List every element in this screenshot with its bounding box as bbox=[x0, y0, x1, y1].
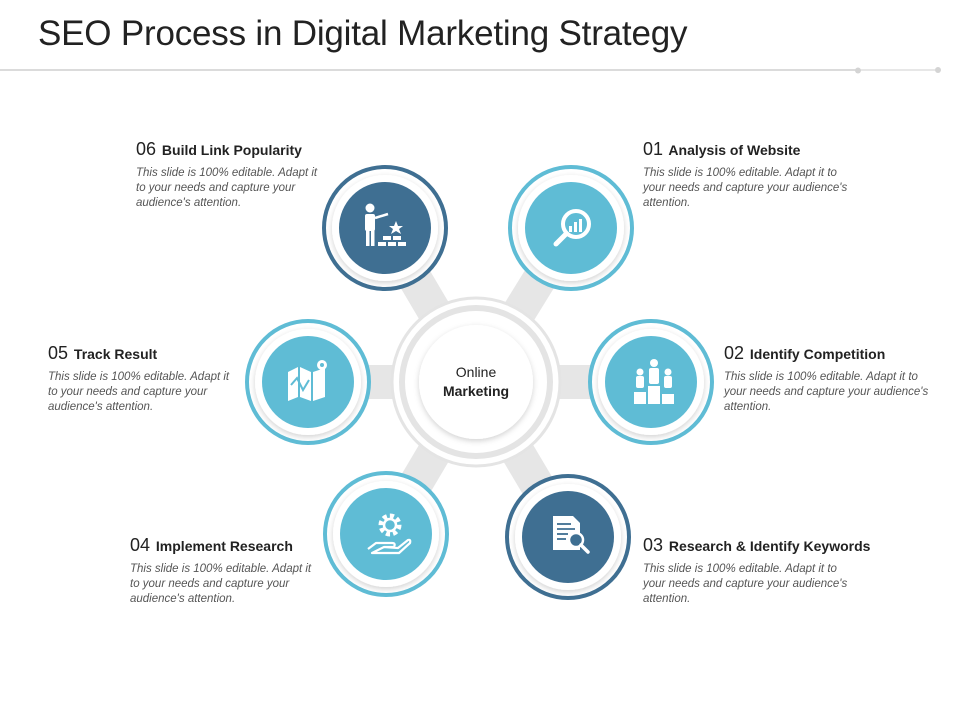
step-03-text: 03 Research & Identify Keywords This sli… bbox=[643, 535, 870, 607]
step-number: 04 bbox=[130, 535, 151, 555]
step-label: Build Link Popularity bbox=[161, 142, 302, 158]
node-02 bbox=[588, 319, 714, 445]
step-05-text: 05 Track Result This slide is 100% edita… bbox=[48, 343, 233, 415]
step-number: 02 bbox=[724, 343, 745, 363]
step-number: 06 bbox=[136, 139, 157, 159]
step-description: This slide is 100% editable. Adapt it to… bbox=[48, 371, 230, 413]
step-label: Identify Competition bbox=[749, 346, 886, 362]
step-label: Implement Research bbox=[155, 538, 293, 554]
node-01 bbox=[508, 165, 634, 291]
node-03 bbox=[505, 474, 631, 600]
step-description: This slide is 100% editable. Adapt it to… bbox=[724, 371, 929, 413]
document-search-icon bbox=[553, 516, 590, 554]
step-description: This slide is 100% editable. Adapt it to… bbox=[643, 563, 848, 605]
step-description: This slide is 100% editable. Adapt it to… bbox=[136, 167, 318, 209]
podium-people-icon bbox=[634, 359, 674, 404]
center-label-line2: Marketing bbox=[443, 383, 509, 399]
step-02-text: 02 Identify Competition This slide is 10… bbox=[724, 343, 929, 415]
gear-hand-icon bbox=[367, 513, 412, 555]
node-04 bbox=[323, 471, 449, 597]
step-number: 03 bbox=[643, 535, 664, 555]
title-divider bbox=[0, 67, 941, 74]
step-number: 05 bbox=[48, 343, 69, 363]
step-01-text: 01 Analysis of Website This slide is 100… bbox=[643, 139, 848, 211]
node-06 bbox=[322, 165, 448, 291]
center-label-line1: Online bbox=[456, 364, 497, 380]
step-label: Track Result bbox=[73, 346, 158, 362]
map-pin-icon bbox=[288, 360, 327, 401]
step-description: This slide is 100% editable. Adapt it to… bbox=[130, 563, 312, 605]
step-06-text: 06 Build Link Popularity This slide is 1… bbox=[136, 139, 326, 211]
step-label: Analysis of Website bbox=[668, 142, 801, 158]
node-05 bbox=[245, 319, 371, 445]
page-title: SEO Process in Digital Marketing Strateg… bbox=[38, 14, 688, 53]
center-hub: Online Marketing bbox=[390, 296, 562, 468]
step-label: Research & Identify Keywords bbox=[668, 538, 871, 554]
step-description: This slide is 100% editable. Adapt it to… bbox=[643, 167, 848, 209]
step-04-text: 04 Implement Research This slide is 100%… bbox=[130, 535, 320, 607]
step-number: 01 bbox=[643, 139, 664, 159]
presenter-bricks-icon bbox=[365, 203, 406, 246]
magnifier-chart-icon bbox=[553, 209, 591, 247]
